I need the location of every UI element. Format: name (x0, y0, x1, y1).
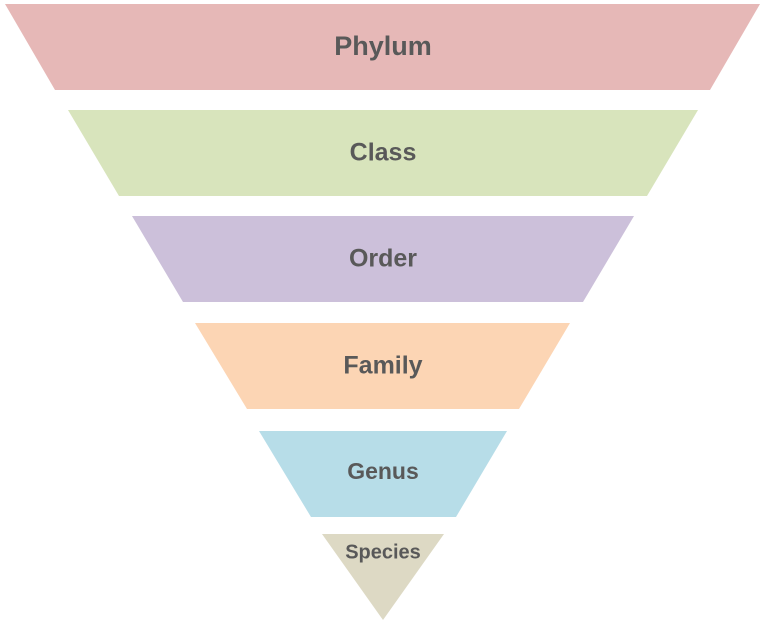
level-species-label: Species (345, 541, 421, 563)
level-species: Species (322, 534, 444, 620)
level-family: Family (195, 323, 570, 409)
level-order: Order (132, 216, 634, 302)
level-family-band (195, 323, 570, 409)
level-class-band (68, 110, 698, 196)
level-genus-label: Genus (347, 458, 419, 484)
level-family-label: Family (343, 352, 422, 380)
level-genus-band (259, 431, 507, 517)
level-order-band (132, 216, 634, 302)
level-phylum-label: Phylum (334, 31, 432, 61)
level-order-label: Order (349, 245, 417, 273)
level-genus: Genus (259, 431, 507, 517)
level-class: Class (68, 110, 698, 196)
level-phylum: Phylum (5, 4, 760, 90)
level-class-label: Class (350, 139, 417, 167)
level-phylum-band (5, 4, 760, 90)
level-species-band (322, 534, 444, 620)
